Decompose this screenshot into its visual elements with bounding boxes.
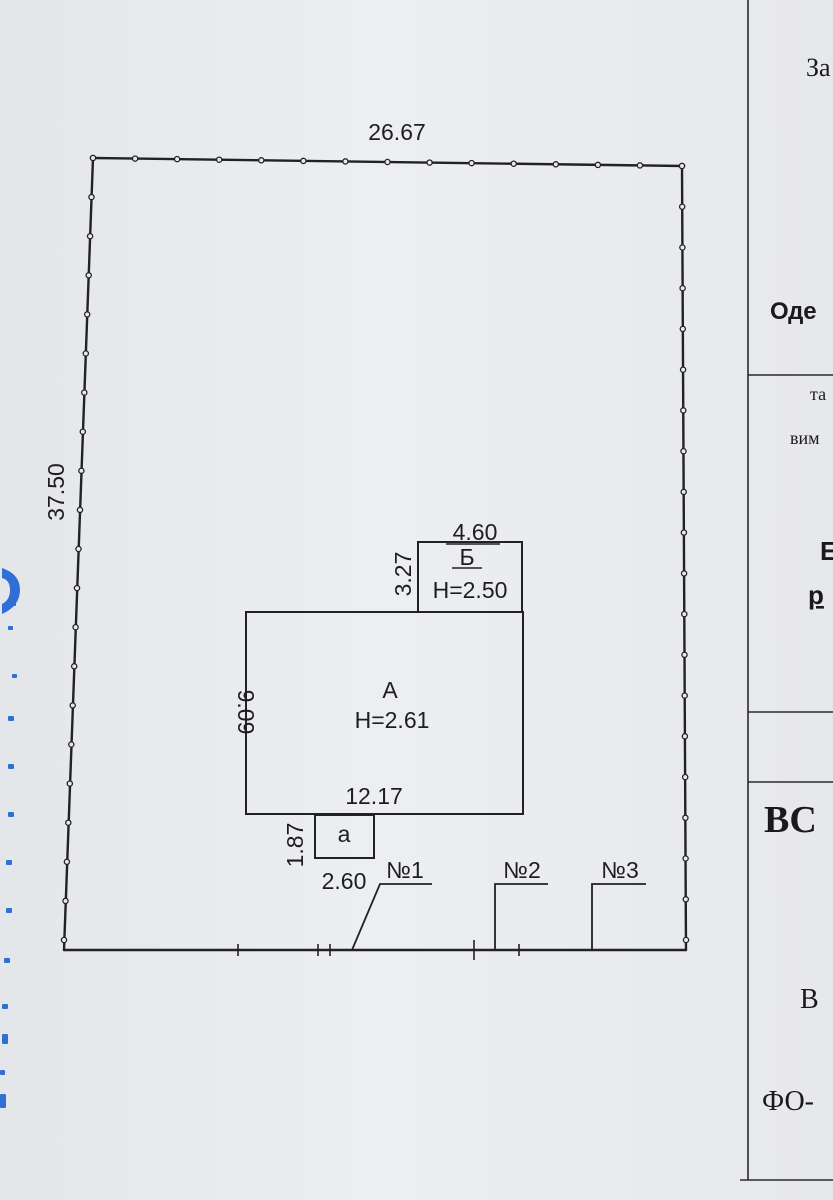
porch-a-side-dimension: 1.87: [282, 823, 308, 868]
fence-marker: [682, 896, 690, 903]
right-panel-text-8: В: [800, 984, 819, 1015]
fence-marker: [83, 311, 91, 318]
fence-marker: [81, 389, 88, 396]
fence-marker: [342, 158, 349, 165]
fence-marker: [679, 284, 686, 292]
fence-marker: [552, 161, 560, 168]
porch-a-label: а: [338, 821, 351, 847]
marker-2-label: №2: [503, 857, 540, 883]
fence-marker: [69, 702, 76, 709]
fence-marker: [76, 506, 84, 514]
fence-marker: [65, 819, 72, 826]
fence-marker: [70, 663, 78, 670]
fence-marker: [258, 157, 265, 164]
fence-marker: [679, 366, 687, 373]
right-panel-text-5: Е: [820, 536, 833, 566]
fence-marker: [173, 155, 181, 163]
building-a-bottom-dimension: 12.17: [345, 783, 403, 809]
fence-marker: [682, 855, 689, 862]
fence-marker: [680, 407, 687, 414]
marker-leaders: [351, 883, 646, 951]
fence-marker: [681, 733, 689, 740]
fence-marker: [73, 584, 81, 592]
fence-marker: [681, 651, 688, 659]
fence-marker: [86, 232, 94, 240]
fence-marker: [682, 936, 690, 944]
right-panel-text-2: Оде: [770, 298, 817, 325]
fence-marker: [636, 162, 644, 169]
fence-marker: [680, 488, 687, 496]
fence-marker: [681, 692, 688, 699]
fence-marker: [85, 272, 92, 279]
building-a: [245, 611, 524, 815]
fence-marker: [60, 936, 68, 944]
right-panel-text-1: За: [806, 53, 831, 82]
building-b-top-dimension: 4.60: [453, 519, 498, 545]
fence-marker: [88, 193, 95, 201]
fence-marker: [680, 570, 688, 577]
fence-marker: [680, 529, 688, 536]
marker-3-label: №3: [601, 857, 638, 883]
fence-marker: [78, 467, 85, 475]
fence-marker: [82, 350, 90, 357]
right-panel-text-3: та: [810, 384, 826, 404]
fence-marker: [510, 160, 517, 167]
fence-marker: [594, 161, 602, 169]
fence-marker: [681, 610, 688, 618]
fence-marker: [678, 203, 686, 210]
building-b-height: Н=2.50: [433, 577, 508, 603]
building-b-side-dimension: 3.27: [390, 552, 416, 597]
fence-markers: [60, 154, 690, 944]
fence-marker: [679, 244, 686, 251]
fence-marker: [89, 154, 97, 162]
marker-1-label: №1: [386, 857, 423, 883]
building-a-height: Н=2.61: [355, 707, 430, 733]
plot-top-dimension: 26.67: [368, 119, 426, 145]
right-panel-text-7: ВС: [764, 799, 817, 841]
fence-marker: [62, 897, 69, 905]
fence-marker: [215, 156, 223, 163]
fence-marker: [680, 447, 687, 455]
stamp-fragment: [0, 568, 20, 1108]
fence-marker: [426, 159, 433, 166]
fence-marker: [679, 325, 687, 333]
building-a-label: А: [382, 677, 398, 703]
right-panel-text-6: р: [808, 580, 824, 610]
fence-marker: [384, 158, 391, 166]
fence-marker: [63, 858, 71, 866]
building-b-label: Б: [459, 544, 474, 570]
fence-marker: [468, 159, 475, 167]
boundary-ticks: [237, 940, 520, 960]
fence-marker: [66, 780, 74, 787]
building-b: [417, 541, 523, 613]
porch-a: [314, 814, 375, 859]
right-panel-text-4: вим: [790, 428, 820, 448]
fence-marker: [681, 773, 689, 781]
fence-marker: [678, 162, 686, 170]
porch-a-bottom-dimension: 2.60: [322, 868, 367, 894]
building-a-side-dimension: 9.09: [233, 690, 259, 735]
fence-marker: [72, 623, 79, 631]
right-panel-text-9: ФО-: [762, 1086, 814, 1117]
fence-marker: [79, 428, 87, 435]
fence-marker: [68, 741, 75, 748]
fence-marker: [131, 155, 139, 162]
fence-marker: [682, 814, 689, 822]
right-panel-frame: [740, 0, 833, 1181]
fence-marker: [75, 545, 82, 553]
plot-left-dimension: 37.50: [43, 463, 69, 521]
fence-marker: [300, 157, 307, 165]
